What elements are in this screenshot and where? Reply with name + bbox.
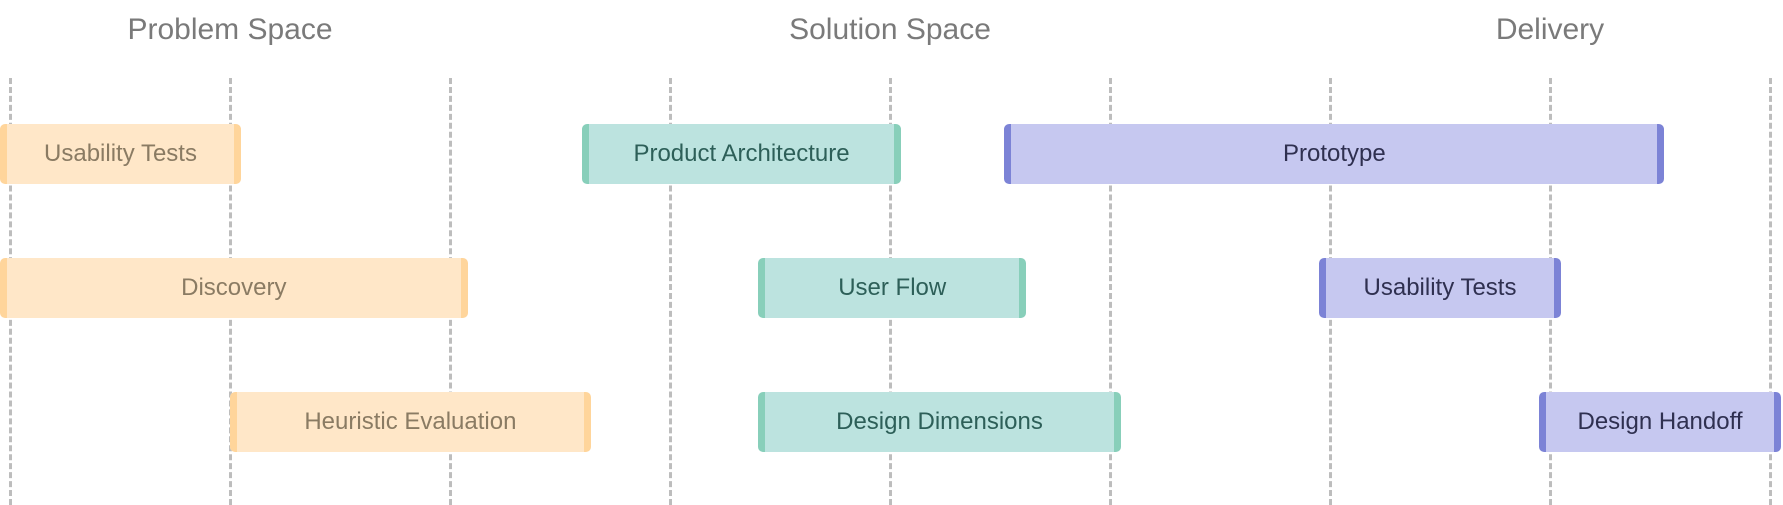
task-label: Discovery xyxy=(181,274,287,301)
bar-end-cap xyxy=(1657,124,1665,184)
bar-start-cap xyxy=(1539,392,1546,452)
task-label: Usability Tests xyxy=(44,140,197,167)
bar-start-cap xyxy=(0,258,7,318)
bar-start-cap xyxy=(0,124,7,184)
task-bar-usability-tests-delivery[interactable]: Usability Tests xyxy=(1319,258,1561,318)
bar-end-cap xyxy=(234,124,241,184)
task-bar-usability-tests-problem[interactable]: Usability Tests xyxy=(0,124,241,184)
bar-end-cap xyxy=(1114,392,1121,452)
bar-end-cap xyxy=(894,124,901,184)
bar-end-cap xyxy=(1774,392,1781,452)
bar-end-cap xyxy=(583,392,591,452)
task-label: Product Architecture xyxy=(633,140,850,167)
gridline-5 xyxy=(1109,78,1112,505)
phase-title-solution-space: Solution Space xyxy=(789,13,991,46)
task-label: Design Handoff xyxy=(1577,408,1743,435)
bar-end-cap xyxy=(460,258,468,318)
task-label: Heuristic Evaluation xyxy=(304,408,517,435)
bar-end-cap xyxy=(1554,258,1561,318)
bar-start-cap xyxy=(758,258,765,318)
bar-start-cap xyxy=(230,392,237,452)
gridline-8 xyxy=(1769,78,1772,505)
task-bar-design-dimensions-solution[interactable]: Design Dimensions xyxy=(758,392,1121,452)
task-bar-user-flow-solution[interactable]: User Flow xyxy=(758,258,1027,318)
bar-start-cap xyxy=(1319,258,1326,318)
bar-start-cap xyxy=(582,124,589,184)
bar-end-cap xyxy=(1019,258,1027,318)
task-label: User Flow xyxy=(838,274,947,301)
phase-title-problem-space: Problem Space xyxy=(127,13,333,46)
task-bar-discovery-problem[interactable]: Discovery xyxy=(0,258,468,318)
task-bar-prototype-delivery[interactable]: Prototype xyxy=(1004,124,1665,184)
bar-start-cap xyxy=(1004,124,1012,184)
task-label: Design Dimensions xyxy=(836,408,1043,435)
task-bar-heuristic-evaluation-problem[interactable]: Heuristic Evaluation xyxy=(230,392,591,452)
phase-title-delivery: Delivery xyxy=(1495,13,1605,46)
task-bar-product-architecture-solution[interactable]: Product Architecture xyxy=(582,124,901,184)
task-label: Usability Tests xyxy=(1363,274,1517,301)
gridline-3 xyxy=(669,78,672,505)
task-label: Prototype xyxy=(1283,140,1386,167)
bar-start-cap xyxy=(758,392,765,452)
task-bar-design-handoff-delivery[interactable]: Design Handoff xyxy=(1539,392,1781,452)
